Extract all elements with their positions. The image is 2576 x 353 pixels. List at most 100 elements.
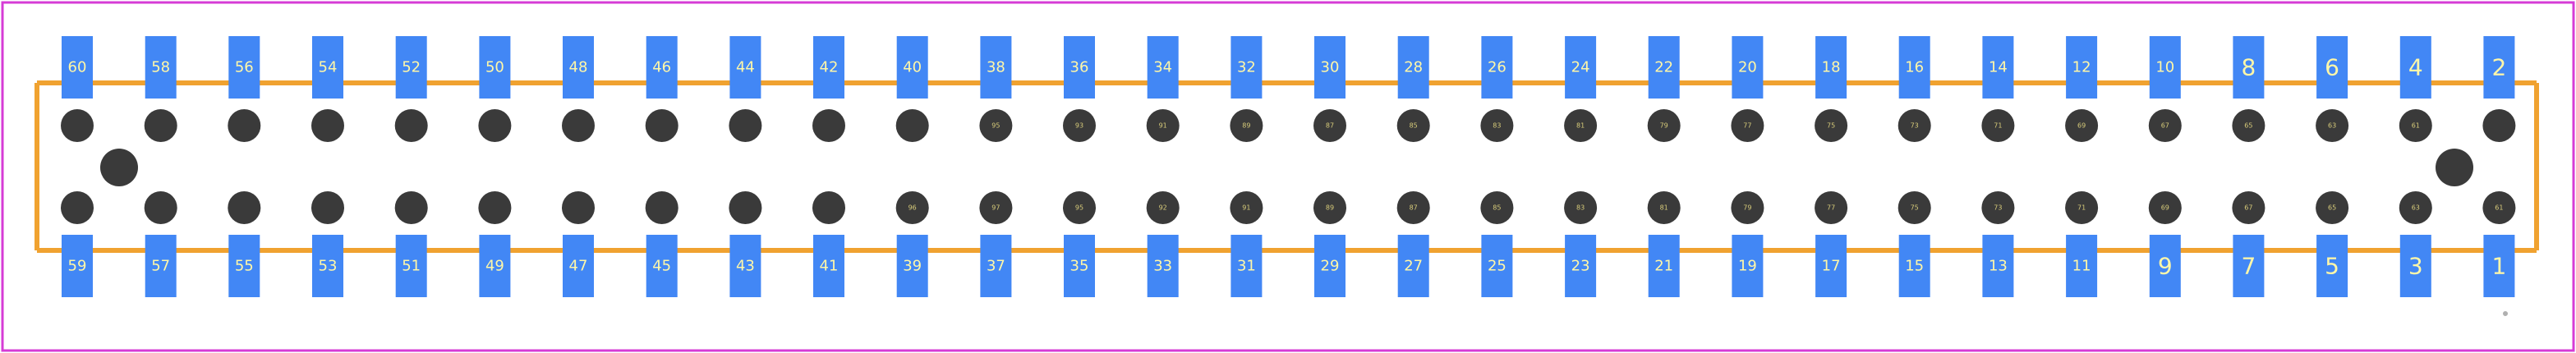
pad-number-label: 32 [1237, 59, 1256, 76]
pad-body [312, 235, 343, 297]
through-hole: 83 [1480, 109, 1514, 142]
pad-29: 29 [1314, 235, 1346, 297]
pad-number-label: 10 [2155, 59, 2174, 76]
silkscreen-outline [34, 80, 2539, 253]
hole-drill [2065, 109, 2099, 142]
hole-drill [478, 109, 512, 142]
hole-number-label: 83 [1493, 122, 1501, 130]
hole-number-label: 79 [1660, 122, 1668, 130]
pad-number-label: 47 [569, 258, 588, 275]
pad-number-label: 20 [1738, 59, 1757, 76]
through-hole: 63 [2316, 109, 2349, 142]
pad-body [1982, 235, 2014, 297]
hole-drill [2316, 191, 2349, 224]
through-hole: 73 [1981, 191, 2015, 224]
pad-15: 15 [1898, 235, 1930, 297]
pad-body [563, 235, 594, 297]
through-hole: 96 [895, 191, 929, 224]
pad-52: 52 [395, 36, 427, 99]
hole-number-label: 71 [2077, 204, 2086, 212]
pad-body [479, 235, 511, 297]
hole-drill [2232, 109, 2266, 142]
pad-body [1732, 235, 1764, 297]
pad-3: 3 [2399, 235, 2431, 297]
hole-drill [562, 109, 595, 142]
through-hole: 63 [2399, 191, 2432, 224]
through-hole [311, 191, 344, 224]
pad-55: 55 [228, 235, 260, 297]
pad-8: 8 [2233, 36, 2265, 99]
pad-body [646, 36, 678, 99]
pad-35: 35 [1064, 235, 1095, 297]
pad-6: 6 [2316, 36, 2348, 99]
pad-body [312, 36, 343, 99]
pad-body [1230, 235, 1263, 297]
hole-number-label: 89 [1242, 122, 1250, 130]
pad-number-label: 53 [319, 258, 338, 275]
hole-drill [2148, 191, 2182, 224]
through-hole: 65 [2232, 109, 2266, 142]
hole-number-label: 87 [1410, 204, 1418, 212]
through-hole [61, 191, 94, 224]
hole-drill [2399, 109, 2432, 142]
pad-number-label: 1 [2491, 253, 2506, 280]
hole-drill [1564, 191, 1598, 224]
pad-body [145, 235, 177, 297]
through-hole: 81 [1564, 109, 1598, 142]
hole-drill [61, 109, 94, 142]
pad-30: 30 [1314, 36, 1346, 99]
pad-26: 26 [1481, 36, 1513, 99]
mounting-hole-drill [100, 149, 138, 186]
pad-body [813, 36, 844, 99]
through-hole: 93 [1063, 109, 1096, 142]
hole-drill [1564, 109, 1598, 142]
pad-7: 7 [2233, 235, 2265, 297]
pad-body [62, 36, 93, 99]
pad-44: 44 [729, 36, 761, 99]
pad-number-label: 17 [1822, 258, 1841, 275]
pad-body [2066, 235, 2098, 297]
hole-number-label: 85 [1410, 122, 1418, 130]
pad-number-label: 16 [1905, 59, 1924, 76]
pad-51: 51 [395, 235, 427, 297]
pad-body [1064, 36, 1095, 99]
hole-drill [2482, 191, 2516, 224]
through-hole: 61 [2482, 191, 2516, 224]
pad-number-label: 60 [68, 59, 87, 76]
pad-number-label: 52 [402, 59, 421, 76]
hole-number-label: 89 [1326, 204, 1334, 212]
hole-drill [1898, 191, 1931, 224]
pad-number-label: 41 [820, 258, 839, 275]
pad-10: 10 [2149, 36, 2181, 99]
pad-number-label: 42 [820, 59, 839, 76]
pad-12: 12 [2066, 36, 2098, 99]
pad-60: 60 [62, 36, 93, 99]
pad-number-label: 19 [1738, 258, 1757, 275]
hole-drill [729, 109, 762, 142]
through-hole [729, 109, 762, 142]
pad-47: 47 [563, 235, 594, 297]
through-hole: 89 [1313, 191, 1346, 224]
pad-body [2233, 36, 2265, 99]
hole-drill [1815, 191, 1848, 224]
pad-27: 27 [1397, 235, 1429, 297]
hole-number-label: 65 [2244, 122, 2252, 130]
hole-number-label: 96 [908, 204, 917, 212]
pad-2: 2 [2483, 36, 2515, 99]
hole-number-label: 73 [1911, 122, 1919, 130]
hole-drill [645, 109, 678, 142]
through-hole: 65 [2316, 191, 2349, 224]
hole-drill [729, 191, 762, 224]
hole-number-label: 77 [1743, 122, 1751, 130]
pad-body [1230, 36, 1263, 99]
pad-36: 36 [1064, 36, 1095, 99]
through-hole [228, 109, 261, 142]
pad-54: 54 [312, 36, 343, 99]
hole-drill [144, 109, 177, 142]
pad-number-label: 58 [151, 59, 170, 76]
pad-body [646, 235, 678, 297]
pad-body [1898, 235, 1930, 297]
hole-drill [2399, 191, 2432, 224]
pad-number-label: 35 [1070, 258, 1089, 275]
pad-16: 16 [1898, 36, 1930, 99]
